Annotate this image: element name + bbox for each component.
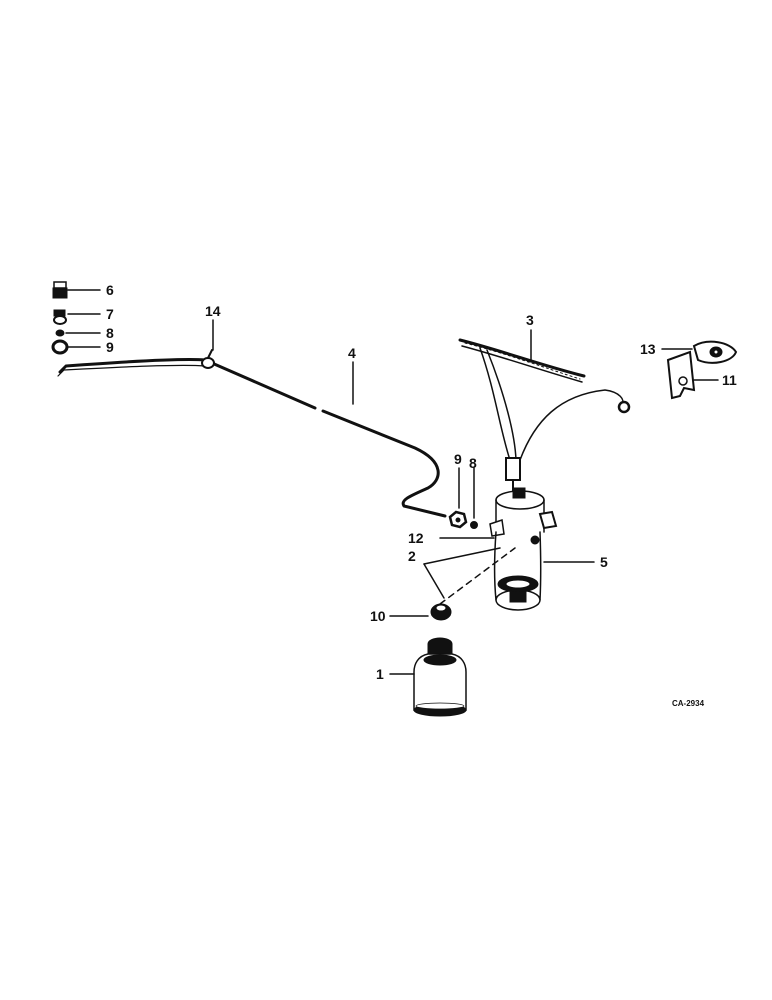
callout-14: 14 [205,303,221,319]
washer-8-lower [470,521,478,529]
cap-10 [430,603,452,621]
callout-8-lower: 8 [469,455,477,471]
callout-5: 5 [600,554,608,570]
callout-8-top: 8 [106,325,114,341]
washer-8 [55,329,65,337]
washer-pump-5 [489,487,558,611]
fitting-bolt-6 [52,281,68,299]
nut-9-lower [448,510,468,529]
callout-12: 12 [408,530,424,546]
callout-3: 3 [526,312,534,328]
fitting-nut-7 [53,309,67,325]
grommet-13 [692,340,738,364]
mounting-plate-11 [666,350,696,400]
drawing-code: CA-2934 [672,699,705,708]
reservoir-bottle-1 [413,637,467,717]
callout-9-lower: 9 [454,451,462,467]
callout-6: 6 [106,282,114,298]
hose-clip-14 [201,349,215,369]
callout-11: 11 [722,372,737,388]
callout-1: 1 [376,666,384,682]
callout-10: 10 [370,608,386,624]
wiring-harness-3 [458,338,631,493]
callout-13: 13 [640,341,656,357]
callout-9-top: 9 [106,339,114,355]
washer-hose-4 [57,357,447,518]
callout-7: 7 [106,306,114,322]
callout-2: 2 [408,548,416,564]
nut-9 [51,339,69,355]
callout-4: 4 [348,345,356,361]
